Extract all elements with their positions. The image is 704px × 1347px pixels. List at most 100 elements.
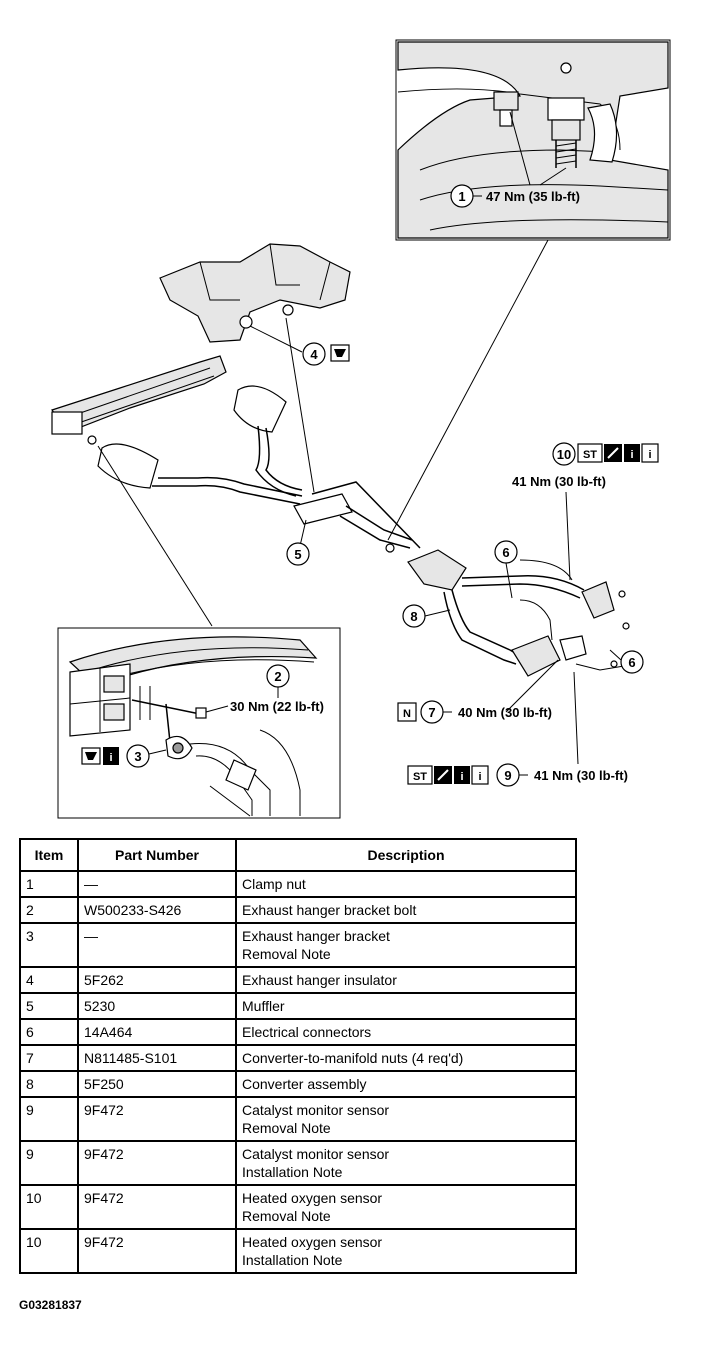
callout-9-number: 9 xyxy=(504,768,511,783)
cell-description: Converter-to-manifold nuts (4 req'd) xyxy=(235,1044,577,1072)
info-icon-10-a: i xyxy=(624,444,640,462)
cell-description: Converter assembly xyxy=(235,1070,577,1098)
svg-text:i: i xyxy=(460,771,463,783)
callout-6-number-upper: 6 xyxy=(502,545,509,560)
cell-part-number: 9F472 xyxy=(77,1096,237,1142)
description-note: Installation Note xyxy=(242,1164,343,1180)
detail-inset-hanger xyxy=(57,627,341,819)
description-note: Removal Note xyxy=(242,946,331,962)
description-text: Heated oxygen sensor xyxy=(242,1234,383,1250)
callout-5-number: 5 xyxy=(294,547,301,562)
parts-table: Item Part Number Description 1—Clamp nut… xyxy=(19,838,577,1274)
cell-item: 4 xyxy=(19,966,79,994)
svg-text:i: i xyxy=(648,449,651,461)
rear-bumper xyxy=(51,355,227,435)
callout-3-number: 3 xyxy=(134,749,141,764)
cell-part-number: — xyxy=(77,870,237,898)
description-text: Converter-to-manifold nuts (4 req'd) xyxy=(242,1050,464,1066)
cell-item: 10 xyxy=(19,1228,79,1274)
cell-item: 7 xyxy=(19,1044,79,1072)
header-description: Description xyxy=(235,838,577,872)
detail-inset-clamp xyxy=(395,39,671,241)
callout-6-number-lower: 6 xyxy=(628,655,635,670)
new-part-icon: N xyxy=(397,702,417,722)
special-tool-icon-9: ST xyxy=(407,765,433,785)
header-item: Item xyxy=(19,838,79,872)
cell-part-number: 9F472 xyxy=(77,1140,237,1186)
svg-text:i: i xyxy=(109,752,112,764)
lubricant-icon xyxy=(330,344,350,362)
description-text: Exhaust hanger bracket bolt xyxy=(242,902,417,918)
svg-text:ST: ST xyxy=(413,771,427,783)
figure-id: G03281837 xyxy=(19,1298,82,1312)
cell-part-number: W500233-S426 xyxy=(77,896,237,924)
cell-part-number: 5230 xyxy=(77,992,237,1020)
callout-1-number: 1 xyxy=(458,189,465,204)
header-part-number: Part Number xyxy=(77,838,237,872)
description-note: Removal Note xyxy=(242,1120,331,1136)
cell-part-number: 9F472 xyxy=(77,1184,237,1230)
callout-2-torque: 30 Nm (22 lb-ft) xyxy=(230,699,324,714)
callout-4-number: 4 xyxy=(310,347,318,362)
cell-item: 8 xyxy=(19,1070,79,1098)
description-text: Exhaust hanger insulator xyxy=(242,972,397,988)
table-row: 1— Clamp nut xyxy=(19,870,577,898)
cell-item: 5 xyxy=(19,992,79,1020)
svg-text:N: N xyxy=(403,708,411,720)
cell-part-number: — xyxy=(77,922,237,968)
cell-part-number: N811485-S101 xyxy=(77,1044,237,1072)
callout-1-torque: 47 Nm (35 lb-ft) xyxy=(486,189,580,204)
cell-item: 1 xyxy=(19,870,79,898)
callout-2-number: 2 xyxy=(274,669,281,684)
description-text: Catalyst monitor sensor xyxy=(242,1102,390,1118)
lubricant-spray-icon-10 xyxy=(604,444,622,462)
cell-description: Muffler xyxy=(235,992,577,1020)
main-muffler xyxy=(293,481,421,549)
callout-7-number: 7 xyxy=(428,705,435,720)
cell-part-number: 5F250 xyxy=(77,1070,237,1098)
cell-part-number: 5F262 xyxy=(77,966,237,994)
special-tool-icon-10: ST xyxy=(577,443,603,463)
table-header-row: Item Part Number Description xyxy=(19,838,577,872)
svg-text:i: i xyxy=(630,449,633,461)
callout-7-torque: 40 Nm (30 lb-ft) xyxy=(458,705,552,720)
description-text: Electrical connectors xyxy=(242,1024,372,1040)
rear-mufflers xyxy=(97,385,303,505)
cell-item: 6 xyxy=(19,1018,79,1046)
cell-part-number: 9F472 xyxy=(77,1228,237,1274)
description-text: Muffler xyxy=(242,998,285,1014)
svg-text:i: i xyxy=(478,771,481,783)
cell-item: 10 xyxy=(19,1184,79,1230)
cell-item: 2 xyxy=(19,896,79,924)
cell-item: 9 xyxy=(19,1140,79,1186)
info-icon-3: i xyxy=(103,747,119,765)
svg-text:ST: ST xyxy=(583,449,597,461)
cell-item: 9 xyxy=(19,1096,79,1142)
info-icon-9-b: i xyxy=(471,765,489,785)
description-note: Removal Note xyxy=(242,1208,331,1224)
lubricant-icon-3 xyxy=(81,747,101,765)
callout-10-number: 10 xyxy=(557,447,571,462)
cell-description: Exhaust hanger insulator xyxy=(235,966,577,994)
description-note: Installation Note xyxy=(242,1252,343,1268)
cell-item: 3 xyxy=(19,922,79,968)
callout-8-number: 8 xyxy=(410,609,417,624)
cell-part-number: 14A464 xyxy=(77,1018,237,1046)
description-text: Heated oxygen sensor xyxy=(242,1190,383,1206)
description-text: Exhaust hanger bracket xyxy=(242,928,390,944)
description-text: Clamp nut xyxy=(242,876,306,892)
